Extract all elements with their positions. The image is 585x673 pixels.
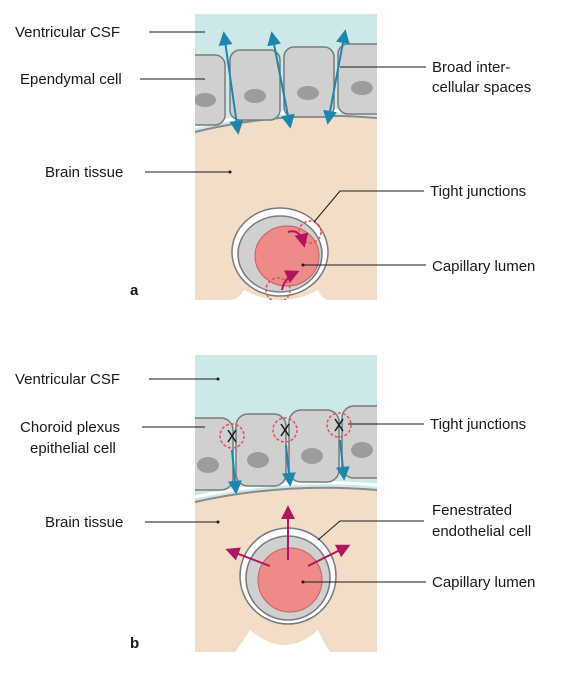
tight-junction-circle [298,220,322,244]
epithelial-cell [341,405,377,479]
flow-arrow [323,29,350,125]
flow-arrow [267,31,295,129]
outflow-arrow [225,547,271,567]
label-ventricular-csf-a: Ventricular CSF [15,24,120,41]
ependymal-cell [283,46,335,118]
label-capillary-lumen-a: Capillary lumen [432,258,535,275]
nucleus [297,86,319,100]
flow-arrow [218,31,244,135]
label-capillary-lumen-b: Capillary lumen [432,574,535,591]
panel-letter-a: a [130,282,139,299]
blocked-arrow [287,230,309,248]
flow-arrow [227,449,242,495]
outflow-arrow [307,544,351,567]
panel-b [195,355,377,652]
blocked-arrow [281,270,300,291]
ependymal-cell [229,49,281,121]
nucleus [244,89,266,103]
label-tight-junctions-b: Tight junctions [430,416,526,433]
label-ventricular-csf-b: Ventricular CSF [15,371,120,388]
flow-arrow [281,444,296,487]
epithelial-cell [195,417,234,491]
label-choroid-plexus-1: Choroid plexus [20,419,120,436]
nucleus [197,457,219,473]
ependymal-cell [195,54,226,126]
capillary-b [225,505,351,625]
label-choroid-plexus-2: epithelial cell [30,440,116,457]
label-broad-intercellular-1: Broad inter- [432,59,510,76]
flow-arrow [335,439,350,481]
capillary-lumen-a [254,225,320,287]
intercellular-flow-arrows [218,29,350,135]
label-ependymal-cell: Ependymal cell [20,71,122,88]
capillary-lumen-b [257,547,323,613]
label-tight-junctions-a: Tight junctions [430,183,526,200]
panel-a [195,14,377,300]
nucleus [195,93,216,107]
panel-letter-b: b [130,635,139,652]
tight-junction-circle [272,417,298,443]
capillary-a [231,207,329,300]
nucleus [351,81,373,95]
label-broad-intercellular-2: cellular spaces [432,79,531,96]
nucleus [351,442,373,458]
label-brain-tissue-b: Brain tissue [45,514,123,531]
label-brain-tissue-a: Brain tissue [45,164,123,181]
nucleus [301,448,323,464]
tight-junction-circle [265,277,291,300]
tight-junction-circle [326,412,352,438]
epithelial-cell [288,409,340,483]
ependymal-cell [337,43,377,115]
tight-junction-circle [219,423,245,449]
label-fenestrated-1: Fenestrated [432,502,512,519]
nucleus [247,452,269,468]
secretion-arrows [227,439,350,495]
label-fenestrated-2: endothelial cell [432,523,531,540]
epithelial-cell [235,413,287,487]
tight-junctions-b [219,412,352,449]
